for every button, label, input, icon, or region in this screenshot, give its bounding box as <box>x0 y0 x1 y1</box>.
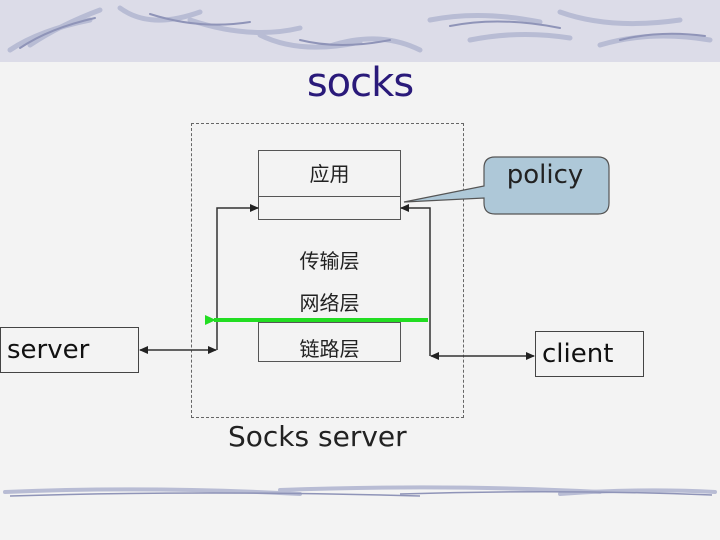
policy-bubble-label: policy <box>506 160 584 190</box>
server-endpoint: server <box>0 327 139 373</box>
socks-server-boundary <box>191 123 464 418</box>
server-relay-line <box>216 204 259 350</box>
decorative-banner-bottom <box>3 485 717 497</box>
client-endpoint: client <box>535 331 644 377</box>
socks-server-caption: Socks server <box>228 420 407 453</box>
decorative-banner-top <box>0 0 720 62</box>
stack-application-label: 应用 <box>309 162 350 186</box>
stack-link-label: 链路层 <box>299 337 360 361</box>
client-relay-line <box>400 204 431 356</box>
stack-application-cell <box>258 150 401 198</box>
policy-bubble-shape <box>403 156 610 215</box>
stack-application-lower-cell <box>258 196 401 220</box>
stack-network-label: 网络层 <box>299 291 360 315</box>
slide-title: socks <box>306 60 414 106</box>
stack-link-cell <box>258 322 401 362</box>
stack-transport-label: 传输层 <box>299 249 360 273</box>
